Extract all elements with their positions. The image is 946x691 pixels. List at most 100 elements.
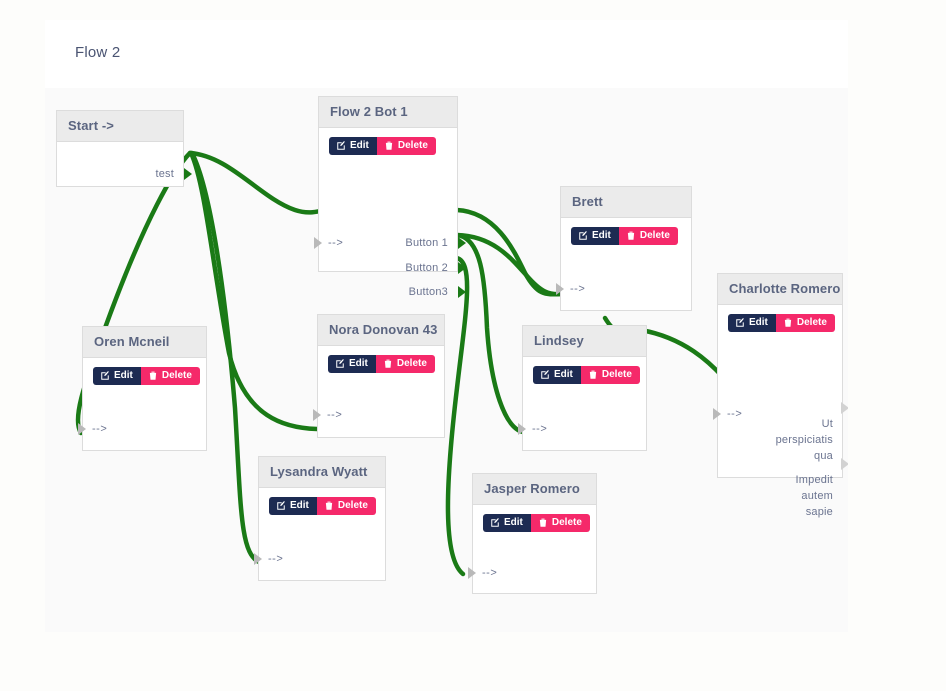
node-nora-donovan-actions: Edit Delete — [318, 346, 444, 373]
node-flow2bot1-title: Flow 2 Bot 1 — [319, 97, 457, 128]
port-out-charlotte-1-label: Ut perspiciatis qua — [775, 417, 833, 462]
port-in-charlotte-romero[interactable]: --> — [712, 408, 743, 420]
node-flow2bot1-actions: Edit Delete — [319, 128, 457, 155]
trash-icon — [538, 518, 548, 528]
port-nub-icon — [458, 262, 466, 274]
port-nub-icon — [458, 237, 466, 249]
delete-button-label: Delete — [396, 358, 427, 369]
node-brett-body: Edit Delete --> — [555, 218, 691, 310]
pencil-square-icon — [100, 371, 110, 381]
pencil-square-icon — [578, 231, 588, 241]
port-out-button-2-label: Button 2 — [405, 262, 448, 274]
edit-button[interactable]: Edit — [571, 227, 619, 245]
port-nub-icon — [841, 458, 848, 470]
port-in-lysandra-wyatt[interactable]: --> — [253, 553, 284, 565]
delete-button[interactable]: Delete — [618, 227, 678, 245]
port-out-button-3-label: Button3 — [408, 286, 448, 298]
delete-button-label: Delete — [551, 517, 582, 528]
pencil-square-icon — [336, 141, 346, 151]
port-out-button-2[interactable]: Button 2 — [405, 261, 466, 277]
port-out-charlotte-2[interactable]: Impedit autem sapie — [796, 457, 848, 537]
trash-icon — [384, 141, 394, 151]
edit-button[interactable]: Edit — [533, 366, 581, 384]
trash-icon — [783, 318, 793, 328]
node-jasper-romero[interactable]: Jasper Romero Edit Delete — [467, 473, 597, 594]
delete-button[interactable]: Delete — [530, 514, 590, 532]
port-in-flow2bot1[interactable]: --> — [313, 237, 344, 249]
edit-button-label: Edit — [350, 140, 369, 151]
delete-button[interactable]: Delete — [375, 355, 435, 373]
delete-button[interactable]: Delete — [140, 367, 200, 385]
node-flow2bot1[interactable]: Flow 2 Bot 1 Edit Delete — [313, 96, 466, 298]
node-oren-mcneil[interactable]: Oren Mcneil Edit Delete — [77, 326, 207, 451]
edit-button[interactable]: Edit — [328, 355, 376, 373]
edge-start-to-bot — [187, 150, 330, 215]
port-in-jasper-romero[interactable]: --> — [467, 567, 498, 579]
node-start[interactable]: Start -> test — [56, 110, 192, 187]
edit-button-label: Edit — [554, 369, 573, 380]
trash-icon — [324, 501, 334, 511]
edge-button2-to-lindsey — [454, 232, 526, 435]
edit-button-label: Edit — [290, 500, 309, 511]
node-lysandra-wyatt[interactable]: Lysandra Wyatt Edit Delete — [253, 456, 386, 581]
node-nora-donovan[interactable]: Nora Donovan 43 Edit Delete — [312, 314, 445, 438]
port-in-lindsey[interactable]: --> — [517, 423, 548, 435]
trash-icon — [626, 231, 636, 241]
delete-button[interactable]: Delete — [316, 497, 376, 515]
edit-button[interactable]: Edit — [728, 314, 776, 332]
edit-button[interactable]: Edit — [329, 137, 377, 155]
port-nub-icon — [184, 168, 192, 180]
node-lindsey-title: Lindsey — [523, 326, 646, 357]
edit-button[interactable]: Edit — [483, 514, 531, 532]
port-out-button-1[interactable]: Button 1 — [405, 236, 466, 252]
port-out-button-3[interactable]: Button3 — [408, 285, 466, 301]
port-nub-icon — [458, 286, 466, 298]
node-brett-actions: Edit Delete — [561, 218, 691, 245]
node-lindsey[interactable]: Lindsey Edit Delete — [517, 325, 647, 451]
port-out-charlotte-1[interactable]: Ut perspiciatis qua — [775, 401, 848, 481]
delete-button[interactable]: Delete — [580, 366, 640, 384]
delete-button[interactable]: Delete — [376, 137, 436, 155]
node-oren-mcneil-actions: Edit Delete — [83, 358, 206, 385]
pencil-square-icon — [490, 518, 500, 528]
trash-icon — [148, 371, 158, 381]
edit-button-label: Edit — [114, 370, 133, 381]
pencil-square-icon — [335, 359, 345, 369]
node-lysandra-wyatt-body: Edit Delete --> — [253, 488, 385, 580]
port-nub-icon — [841, 402, 848, 414]
edit-button[interactable]: Edit — [269, 497, 317, 515]
flow-canvas[interactable]: Start -> test Flow 2 Bot 1 Edit — [45, 88, 848, 632]
node-jasper-romero-title: Jasper Romero — [473, 474, 596, 505]
port-in-brett[interactable]: --> — [555, 283, 586, 295]
edge-button2-to-brett — [454, 232, 564, 297]
node-charlotte-romero[interactable]: Charlotte Romero Edit Delete — [712, 273, 848, 518]
node-brett-title: Brett — [561, 187, 691, 218]
edge-start-to-nora — [188, 150, 320, 432]
pencil-square-icon — [276, 501, 286, 511]
node-nora-donovan-body: Edit Delete --> — [312, 346, 444, 437]
node-jasper-romero-body: Edit Delete --> — [467, 505, 596, 593]
node-charlotte-romero-actions: Edit Delete — [718, 305, 842, 332]
node-lindsey-actions: Edit Delete — [523, 357, 646, 384]
edge-button1-to-brett — [454, 207, 564, 297]
delete-button[interactable]: Delete — [775, 314, 835, 332]
node-brett[interactable]: Brett Edit Delete — [555, 186, 692, 311]
node-charlotte-romero-title: Charlotte Romero — [718, 274, 842, 305]
port-out-start-test[interactable]: test — [155, 167, 192, 183]
trash-icon — [588, 370, 598, 380]
edit-button-label: Edit — [504, 517, 523, 528]
node-lindsey-body: Edit Delete --> — [517, 357, 646, 450]
port-in-oren-mcneil[interactable]: --> — [77, 423, 108, 435]
delete-button-label: Delete — [337, 500, 368, 511]
delete-button-label: Delete — [397, 140, 428, 151]
flow-header-panel: Flow 2 — [45, 20, 848, 88]
edge-button3-to-jasper — [445, 255, 470, 577]
port-in-nora-donovan[interactable]: --> — [312, 409, 343, 421]
delete-button-label: Delete — [796, 317, 827, 328]
trash-icon — [383, 359, 393, 369]
node-charlotte-romero-body: Edit Delete --> Ut perspiciatis qua Imp — [712, 305, 848, 518]
pencil-square-icon — [540, 370, 550, 380]
edit-button[interactable]: Edit — [93, 367, 141, 385]
node-oren-mcneil-body: Edit Delete --> — [77, 358, 206, 450]
